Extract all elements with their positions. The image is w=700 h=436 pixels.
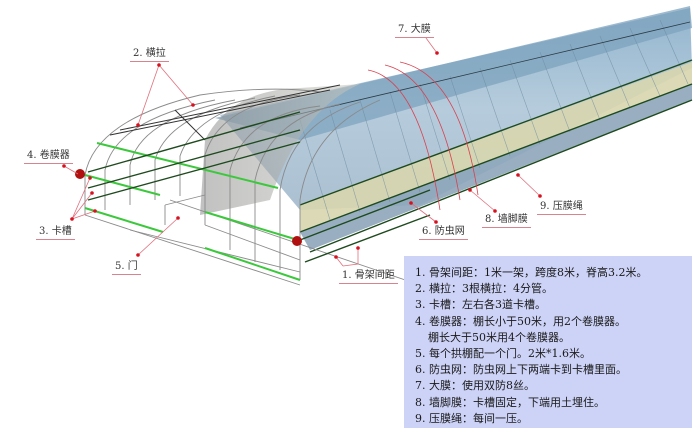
wall-foot-film xyxy=(300,84,692,250)
cross-bars xyxy=(109,84,341,141)
film-cover xyxy=(215,6,693,253)
callout-groove: 3. 卡槽 xyxy=(36,226,75,240)
callout-skeleton-spacing: 1. 骨架间距 xyxy=(339,270,398,284)
film-roller-icon xyxy=(75,169,302,246)
note-8: 8. 墙脚膜：卡槽固定，下端用土埋住。 xyxy=(415,395,605,409)
grooves-front-dark xyxy=(87,111,431,263)
grooves-front xyxy=(84,142,301,281)
callout-film-rope: 9. 压膜绳 xyxy=(537,201,586,215)
callout-insect-net: 6. 防虫网 xyxy=(419,226,468,240)
note-6: 6. 防虫网：防虫网上下两端卡到卡槽里面。 xyxy=(415,363,627,377)
callout-cross-bar: 2. 横拉 xyxy=(130,48,169,62)
notes-panel: 1. 骨架间距：1米一架，跨度8米，脊高3.2米。 2. 横拉：3根横拉：4分管… xyxy=(404,256,692,428)
callout-main-film: 7. 大膜 xyxy=(395,24,434,38)
skeleton-frame xyxy=(84,88,421,286)
note-5: 5. 每个拱棚配一个门。2米*1.6米。 xyxy=(415,347,591,361)
note-4: 4. 卷膜器：棚长小于50米，用2个卷膜器。 xyxy=(415,314,626,328)
note-4-continued: 棚长大于50米用4个卷膜器。 xyxy=(428,330,570,344)
note-3: 3. 卡槽：左右各3道卡槽。 xyxy=(415,298,546,312)
note-2: 2. 横拉：3根横拉：4分管。 xyxy=(415,282,553,296)
note-1: 1. 骨架间距：1米一架，跨度8米，脊高3.2米。 xyxy=(415,266,648,279)
leader-dots xyxy=(62,51,542,259)
callout-film-roller: 4. 卷膜器 xyxy=(24,150,73,164)
leader-lines xyxy=(63,37,541,267)
callout-door: 5. 门 xyxy=(112,261,141,275)
callout-wall-foot-film: 8. 墙脚膜 xyxy=(482,214,531,228)
arch-shadow xyxy=(200,84,360,215)
note-9: 9. 压膜绳：每间一压。 xyxy=(415,411,528,425)
note-7: 7. 大膜：使用双防8丝。 xyxy=(415,379,535,393)
